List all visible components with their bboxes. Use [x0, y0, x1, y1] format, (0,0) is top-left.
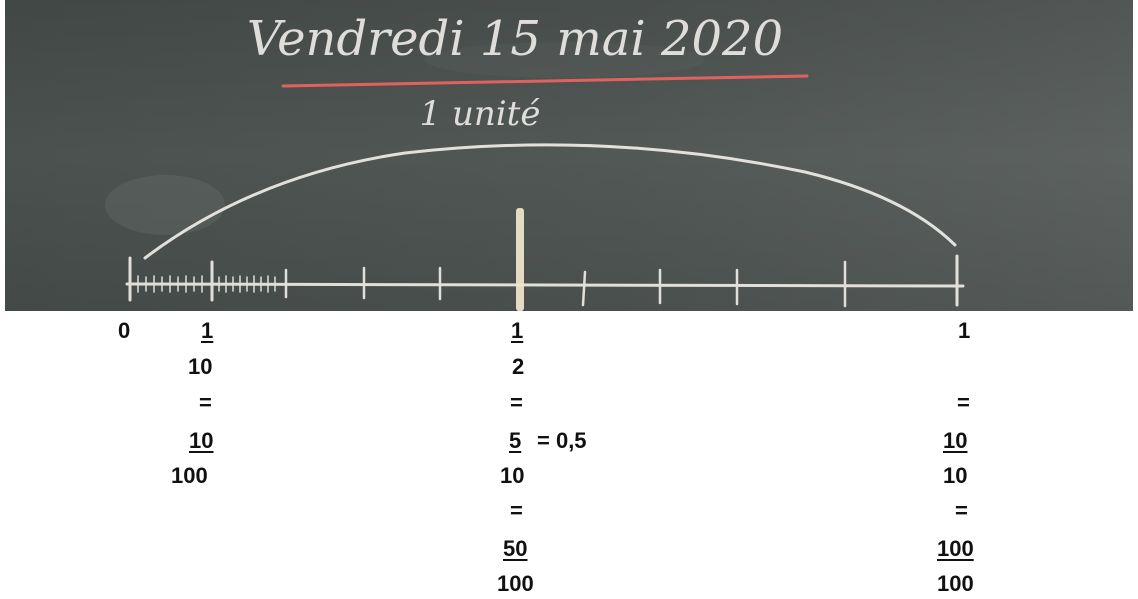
one-equals: = — [957, 390, 970, 415]
half-denominator-2: 10 — [500, 463, 525, 488]
unit-label: 1 unité — [420, 94, 541, 134]
tenth-equals: = — [199, 390, 212, 415]
one-denominator-3: 100 — [937, 571, 974, 596]
half-denominator-3: 100 — [497, 571, 534, 596]
one-equals-2: = — [955, 498, 968, 523]
chalkboard-photo: Vendredi 15 mai 2020 1 unité — [5, 0, 1133, 311]
half-denominator: 2 — [512, 354, 525, 379]
tenth-numerator-2: 10 — [189, 428, 214, 453]
title-underline — [281, 74, 809, 88]
half-equals: = — [510, 390, 523, 415]
half-numerator: 1 — [511, 318, 524, 343]
half-numerator-2: 5 — [509, 428, 522, 453]
label-zero: 0 — [118, 318, 131, 343]
half-equals-2: = — [510, 498, 523, 523]
half-marker — [516, 208, 524, 311]
board-title: Vendredi 15 mai 2020 — [247, 11, 783, 67]
tenth-denominator: 10 — [188, 354, 213, 379]
half-decimal: = 0,5 — [537, 428, 587, 453]
half-numerator-3: 50 — [503, 536, 528, 561]
one-denominator-2: 10 — [943, 463, 968, 488]
one-whole: 1 — [958, 318, 971, 343]
one-numerator-3: 100 — [937, 536, 974, 561]
one-numerator-2: 10 — [943, 428, 968, 453]
chalk-smudge — [105, 175, 225, 235]
number-line — [125, 254, 965, 308]
tenth-denominator-2: 100 — [171, 463, 208, 488]
tenth-numerator: 1 — [201, 318, 214, 343]
unit-arc — [143, 143, 957, 260]
